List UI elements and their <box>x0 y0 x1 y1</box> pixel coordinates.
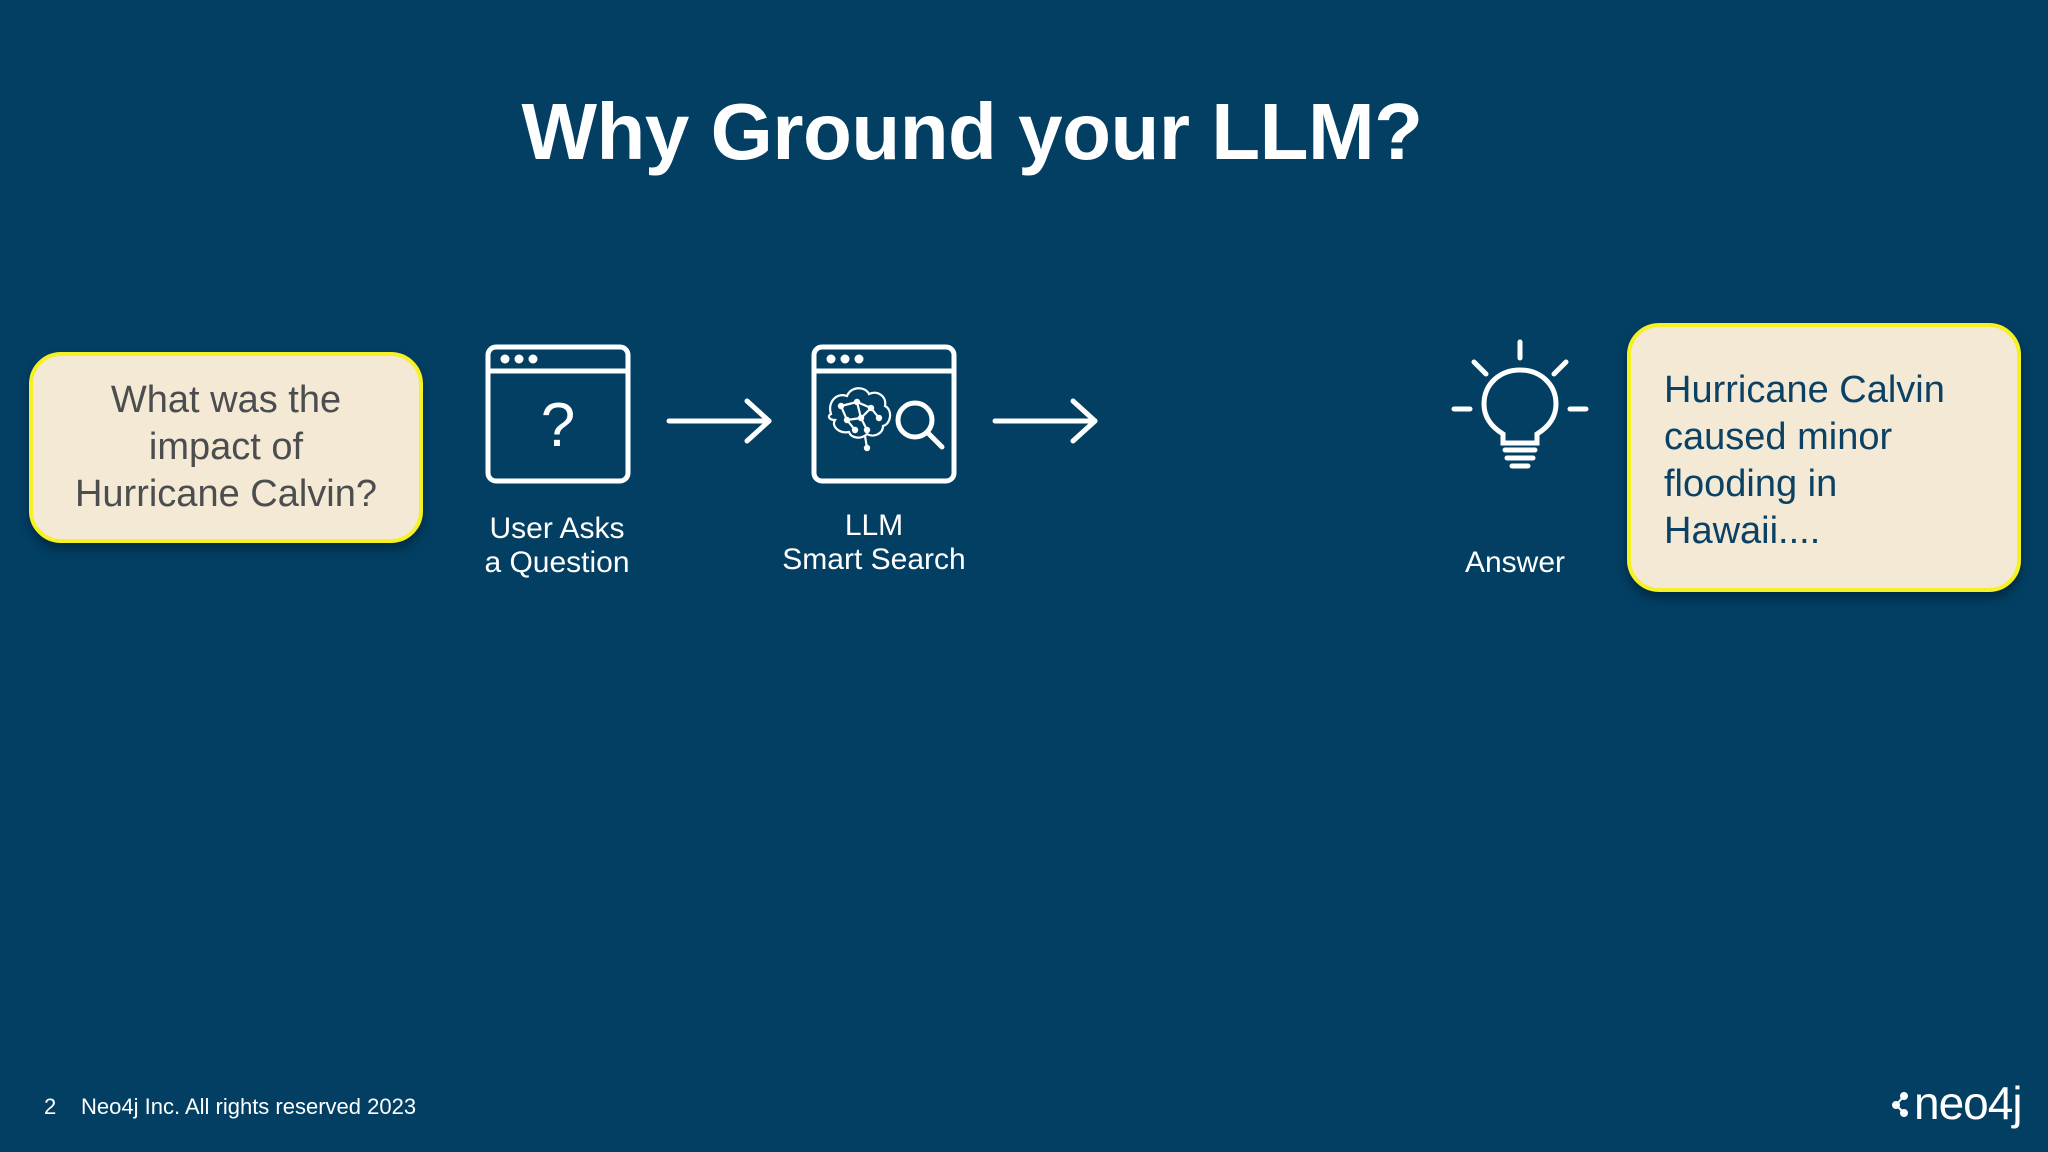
neo4j-logo-mark-icon <box>1892 1092 1908 1117</box>
copyright-footer: Neo4j Inc. All rights reserved 2023 <box>81 1094 417 1119</box>
answer-bubble: Hurricane Calvin caused minor flooding i… <box>1627 323 2021 592</box>
neo4j-logo-text: neo4j <box>1914 1077 2023 1129</box>
page-number: 2 <box>44 1094 57 1119</box>
svg-text:?: ? <box>541 391 575 460</box>
question-text: What was the impact of Hurricane Calvin? <box>74 379 377 515</box>
step-caption-user-asks: User Asks a Question <box>484 512 630 579</box>
arrow-right-icon <box>666 398 773 444</box>
neo4j-logo: neo4j <box>1890 1077 2023 1129</box>
answer-text: Hurricane Calvin caused minor flooding i… <box>1664 369 1945 552</box>
browser-question-icon: ? <box>485 344 631 484</box>
question-bubble: What was the impact of Hurricane Calvin? <box>29 352 423 543</box>
step-caption-llm-smart-search: LLM Smart Search <box>782 509 966 576</box>
lightbulb-icon <box>1450 338 1590 474</box>
arrow-right-icon <box>992 398 1099 444</box>
step-caption-answer: Answer <box>1464 546 1566 579</box>
browser-brain-search-icon <box>811 344 957 484</box>
slide-title: Why Ground your LLM? <box>521 87 1423 176</box>
